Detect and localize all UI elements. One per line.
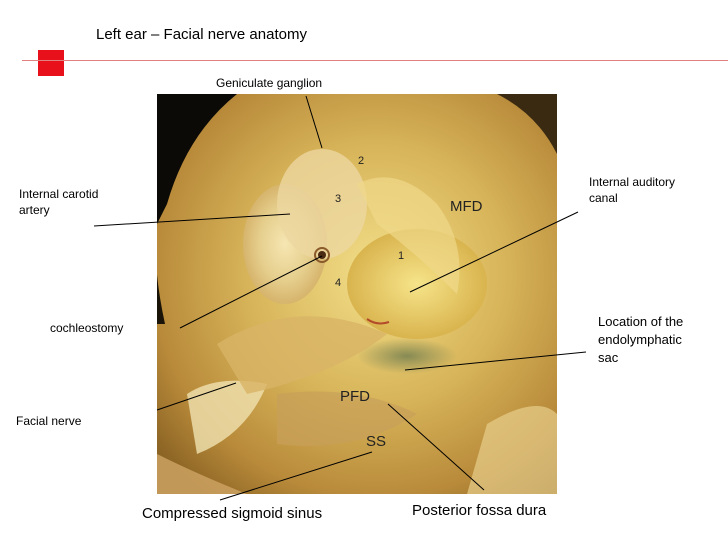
red-accent-square xyxy=(38,50,64,76)
leader-ica xyxy=(93,213,291,227)
leader-geniculate xyxy=(305,95,323,149)
marker-1: 1 xyxy=(398,250,405,262)
leader-endolymphatic xyxy=(404,351,587,371)
marker-2: 2 xyxy=(358,155,365,167)
label-internal-carotid-artery: Internal carotid artery xyxy=(19,186,98,218)
label-endo-line1: Location of the xyxy=(598,314,684,329)
leader-iac xyxy=(409,211,579,293)
leader-pfd xyxy=(387,403,485,491)
marker-3: 3 xyxy=(335,193,342,205)
surgical-photo xyxy=(157,94,557,494)
label-pfd: PFD xyxy=(340,388,370,405)
label-mfd: MFD xyxy=(450,198,483,215)
label-endo-line3: sac xyxy=(598,350,619,365)
label-ica-line1: Internal carotid xyxy=(19,187,99,201)
label-endo-line2: endolymphatic xyxy=(598,332,682,347)
leader-facial xyxy=(156,382,237,411)
leader-cochleostomy xyxy=(179,255,323,329)
label-compressed-sigmoid-sinus: Compressed sigmoid sinus xyxy=(142,505,323,522)
label-iac-line2: canal xyxy=(589,191,618,205)
title-divider xyxy=(22,60,728,61)
label-ica-line2: artery xyxy=(19,203,50,217)
label-cochleostomy: cochleostomy xyxy=(50,321,124,335)
label-posterior-fossa-dura: Posterior fossa dura xyxy=(412,502,547,519)
slide-title: Left ear – Facial nerve anatomy xyxy=(96,26,307,43)
label-facial-nerve: Facial nerve xyxy=(16,414,82,428)
label-internal-auditory-canal: Internal auditory canal xyxy=(589,174,675,206)
leader-sigmoid xyxy=(219,451,373,501)
label-endolymphatic-sac: Location of the endolymphatic sac xyxy=(598,313,683,367)
label-iac-line1: Internal auditory xyxy=(589,175,676,189)
label-geniculate-ganglion: Geniculate ganglion xyxy=(216,76,323,90)
label-ss: SS xyxy=(366,433,387,450)
marker-4: 4 xyxy=(335,277,342,289)
